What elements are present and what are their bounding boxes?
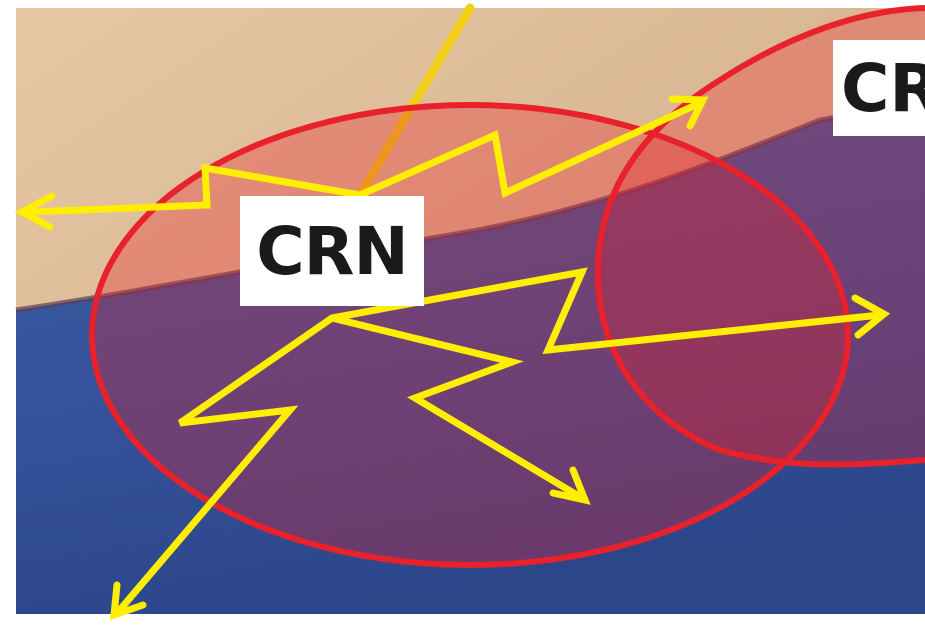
label-secondary: CR [833,40,925,136]
arrow-head-icon [549,466,591,505]
arrow-head-icon [14,192,56,231]
signal-arrows [14,95,891,621]
signal-arrow-southeast [328,314,586,502]
arrow-head-icon [851,294,891,339]
water-area [16,100,925,614]
feed-line [355,3,475,200]
satellite-image [15,8,925,614]
signal-arrow-west [26,163,364,216]
label-crn: CRN [240,196,424,306]
signal-arrow-southwest [114,314,336,616]
signal-arrow-northeast [356,99,704,199]
signal-arrow-east [328,267,884,355]
shoreline [15,97,925,313]
arrow-head-icon [109,581,147,621]
arrow-head-icon [668,95,709,130]
